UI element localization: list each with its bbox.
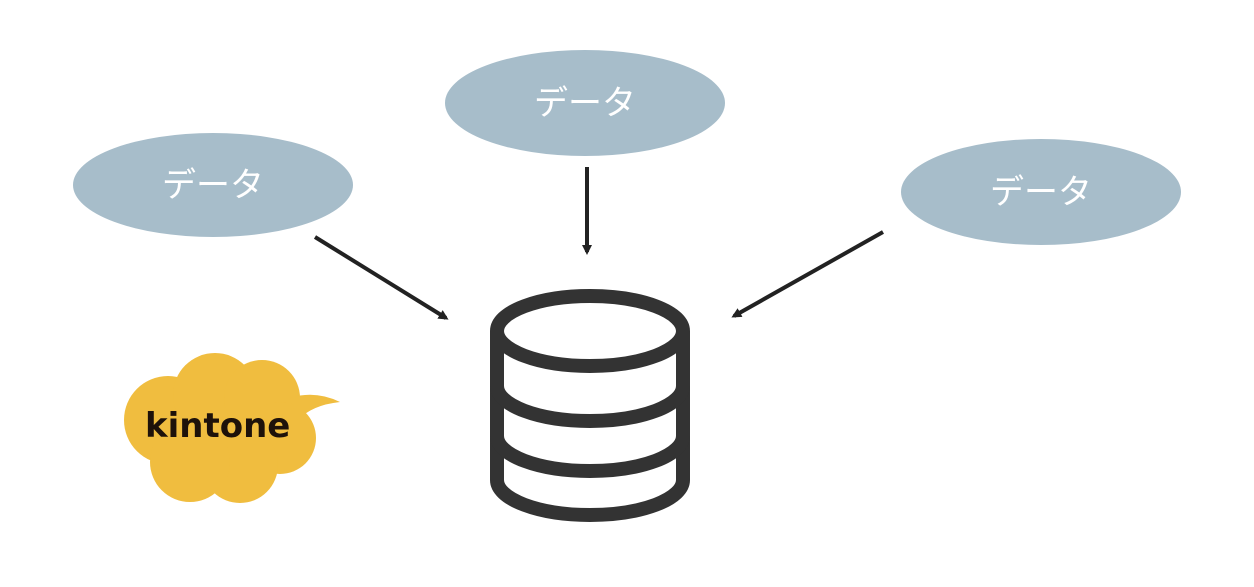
arrow-right [731, 230, 884, 318]
data-node-label: データ [990, 173, 1092, 213]
data-node-right: データ [901, 139, 1181, 245]
kintone-logo-text: kintone [145, 406, 290, 446]
kintone-logo: kintone [124, 353, 340, 503]
data-node-top: データ [445, 50, 725, 156]
arrow-left [313, 235, 449, 320]
database-icon [490, 289, 690, 522]
data-node-label: データ [162, 166, 264, 206]
data-node-label: データ [534, 84, 636, 124]
data-node-left: データ [73, 133, 353, 237]
